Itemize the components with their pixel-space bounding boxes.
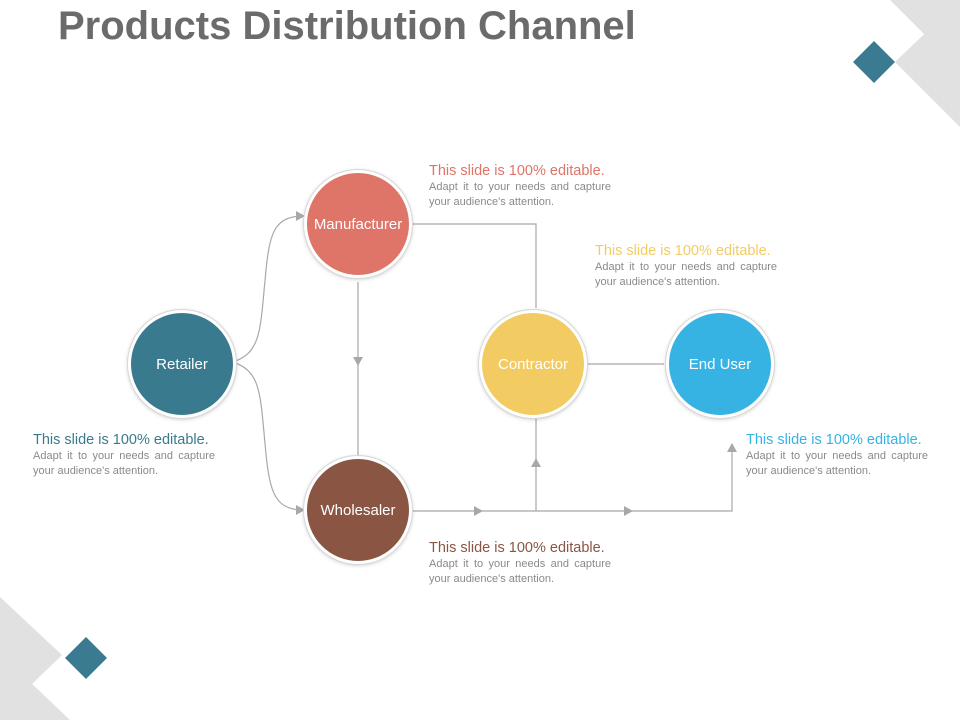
note-retailer: This slide is 100% editable. Adapt it to… (33, 431, 215, 479)
arrow-right-1 (474, 506, 483, 516)
arrow-right-2 (624, 506, 633, 516)
page-title: Products Distribution Channel (58, 4, 636, 48)
contractor-label: Contractor (497, 355, 569, 373)
arrow-to-wholesaler (296, 505, 305, 515)
deco-triangle-top-right-2 (895, 0, 960, 127)
note-end-user: This slide is 100% editable. Adapt it to… (746, 431, 928, 479)
arrow-to-manufacturer (296, 211, 305, 221)
note-heading: This slide is 100% editable. (595, 243, 771, 259)
manufacturer-node[interactable]: Manufacturer (304, 170, 412, 278)
note-contractor: This slide is 100% editable. Adapt it to… (595, 242, 777, 290)
connector-retailer-wholesaler (232, 361, 301, 511)
arrow-up-contractor (531, 458, 541, 467)
note-heading: This slide is 100% editable. (746, 432, 922, 448)
note-body: Adapt it to your needs and capture your … (429, 181, 611, 208)
arrow-down-wholesaler (353, 357, 363, 366)
arrow-up-enduser (727, 443, 737, 452)
note-body: Adapt it to your needs and capture your … (33, 450, 215, 477)
end-user-node[interactable]: End User (666, 310, 774, 418)
note-heading: This slide is 100% editable. (429, 163, 605, 179)
retailer-label: Retailer (156, 355, 208, 373)
connector-manufacturer-contractor (412, 223, 537, 308)
note-body: Adapt it to your needs and capture your … (429, 558, 611, 585)
note-body: Adapt it to your needs and capture your … (595, 261, 777, 288)
deco-diamond-top-right (853, 41, 895, 83)
note-wholesaler: This slide is 100% editable. Adapt it to… (429, 539, 611, 587)
wholesaler-node[interactable]: Wholesaler (304, 456, 412, 564)
contractor-node[interactable]: Contractor (479, 310, 587, 418)
note-heading: This slide is 100% editable. (429, 540, 605, 556)
note-heading: This slide is 100% editable. (33, 432, 209, 448)
end-user-label: End User (688, 355, 752, 373)
note-body: Adapt it to your needs and capture your … (746, 450, 928, 477)
deco-triangle-bottom-left-2 (0, 680, 70, 720)
deco-diamond-bottom-left (65, 637, 107, 679)
connector-wholesaler-enduser (412, 444, 733, 512)
connector-retailer-manufacturer (232, 215, 301, 363)
note-manufacturer: This slide is 100% editable. Adapt it to… (429, 162, 611, 210)
wholesaler-label: Wholesaler (320, 501, 396, 519)
manufacturer-label: Manufacturer (313, 215, 403, 233)
retailer-node[interactable]: Retailer (128, 310, 236, 418)
